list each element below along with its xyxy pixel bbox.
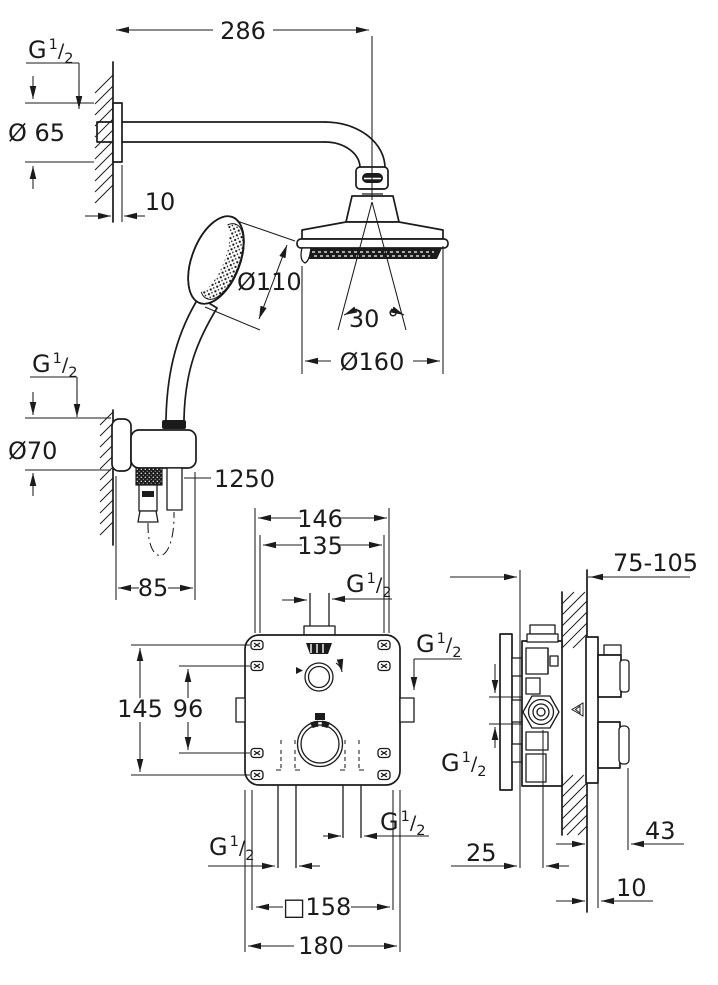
side-knob-2 bbox=[597, 721, 621, 769]
head-shower-nozzle-band bbox=[303, 248, 442, 259]
dim-trim-plate-square: □158 bbox=[283, 893, 351, 921]
dim-rough-in-width-outer: 146 bbox=[297, 505, 343, 533]
holder-escutcheon bbox=[111, 418, 132, 472]
side-front-plate bbox=[499, 633, 513, 791]
volume-dial bbox=[296, 713, 344, 768]
side-plaster-shield bbox=[585, 636, 599, 784]
dim-holder-width: 85 bbox=[138, 574, 169, 602]
dim-head-shower-dia: Ø160 bbox=[340, 348, 405, 376]
top-port-flange bbox=[303, 625, 336, 636]
head-shower-rim bbox=[296, 238, 449, 249]
hand-shower-inlet-band bbox=[162, 420, 186, 429]
dim-arm-flange-dia: Ø 65 bbox=[8, 119, 65, 147]
wall-hatch-top bbox=[94, 74, 114, 204]
dimension-lines bbox=[25, 26, 690, 952]
dim-install-depth-range: 75-105 bbox=[613, 549, 698, 577]
dim-rough-in-height: 145 bbox=[117, 695, 163, 723]
wall-hatch-side-upper bbox=[561, 591, 588, 649]
dim-hand-shower-dia: Ø110 bbox=[237, 268, 302, 296]
dim-knob-depth: 43 bbox=[645, 817, 676, 845]
hand-shower-assembly bbox=[162, 215, 245, 429]
holder-body bbox=[130, 429, 197, 469]
side-knob-1-tab bbox=[603, 644, 622, 656]
dim-arm-length: 286 bbox=[220, 17, 266, 45]
head-shower-lip bbox=[300, 247, 312, 264]
dim-arm-flange-depth: 10 bbox=[145, 188, 176, 216]
rough-in-box-front-view bbox=[235, 593, 415, 868]
dim-body-front-depth: 25 bbox=[466, 839, 497, 867]
wall-hatch-side-lower bbox=[561, 774, 588, 836]
dim-holder-dia: Ø70 bbox=[8, 437, 57, 465]
dim-wall-clearance: 10 bbox=[616, 874, 647, 902]
dimension-labels: 286 Ø 65 10 Ø110 30 ° Ø160 Ø70 1250 85 1… bbox=[8, 17, 698, 960]
shower-holder-assembly bbox=[99, 409, 197, 556]
right-side-port bbox=[399, 697, 415, 723]
arm-wall-flange bbox=[112, 102, 123, 163]
dim-rough-in-width-inner: 135 bbox=[297, 532, 343, 560]
rough-in-box-side-view bbox=[499, 569, 630, 913]
dim-trim-plate-width: 180 bbox=[298, 932, 344, 960]
head-shower-assembly bbox=[94, 36, 449, 331]
hose-stub bbox=[166, 467, 183, 511]
left-side-port bbox=[235, 697, 246, 723]
hose-nut-knurled bbox=[135, 467, 163, 486]
thermostat-dial bbox=[296, 643, 344, 692]
dim-screw-spacing: 96 bbox=[173, 695, 204, 723]
side-knob-1 bbox=[597, 654, 622, 698]
dim-spray-angle: 30 ° bbox=[349, 305, 399, 333]
hose-upper bbox=[138, 484, 158, 512]
dim-hose-length: 1250 bbox=[214, 465, 275, 493]
mounting-screws bbox=[250, 639, 391, 781]
